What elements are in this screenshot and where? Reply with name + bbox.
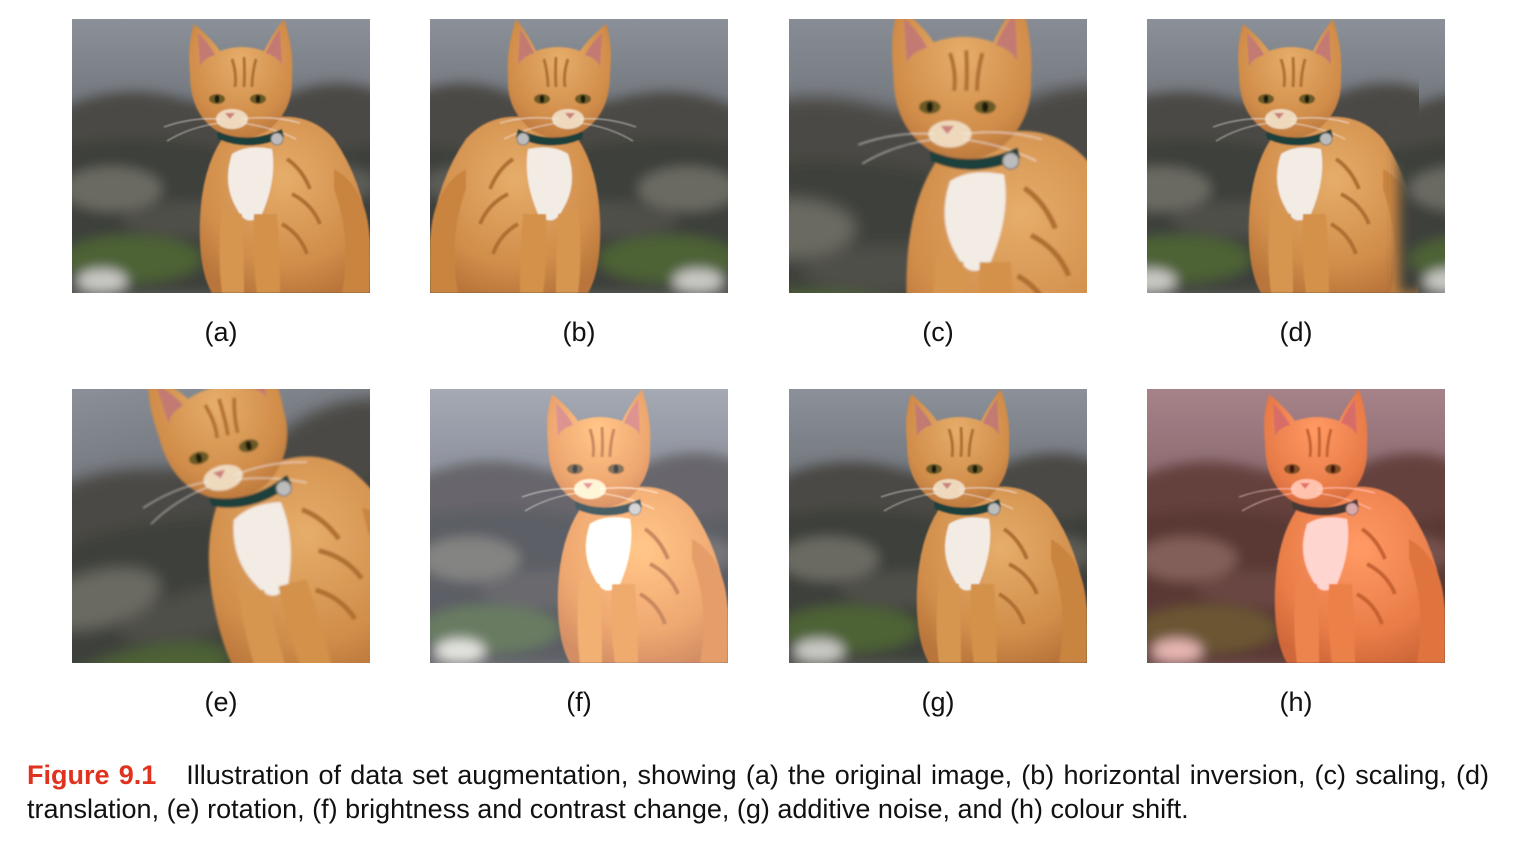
panel-f: (f) [430, 389, 728, 717]
cat-image-noise [789, 389, 1087, 663]
panel-d: (d) [1147, 19, 1445, 347]
panel-label: (e) [204, 687, 238, 717]
panel-label: (h) [1279, 687, 1313, 717]
cat-image-original [72, 19, 370, 293]
cat-image-flipped [430, 19, 728, 293]
cat-image-colour-shift [1147, 389, 1445, 663]
cat-image-translated [1147, 19, 1445, 293]
panel-label: (d) [1279, 317, 1313, 347]
panel-label: (c) [922, 317, 954, 347]
panel-label: (a) [204, 317, 238, 347]
caption-text: Illustration of data set augmentation, s… [27, 760, 1489, 824]
cat-image-scaled [789, 19, 1087, 293]
augmentation-grid: (a) (b) (c) (d) (e) [72, 19, 1445, 717]
panel-c: (c) [789, 19, 1087, 347]
panel-label: (b) [562, 317, 596, 347]
panel-label: (f) [566, 687, 592, 717]
cat-image-bright [430, 389, 728, 663]
figure-label: Figure 9.1 [27, 760, 157, 790]
panel-h: (h) [1147, 389, 1445, 717]
panel-b: (b) [430, 19, 728, 347]
panel-a: (a) [72, 19, 370, 347]
cat-image-rotated [72, 389, 370, 663]
panel-label: (g) [921, 687, 955, 717]
panel-e: (e) [72, 389, 370, 717]
panel-g: (g) [789, 389, 1087, 717]
